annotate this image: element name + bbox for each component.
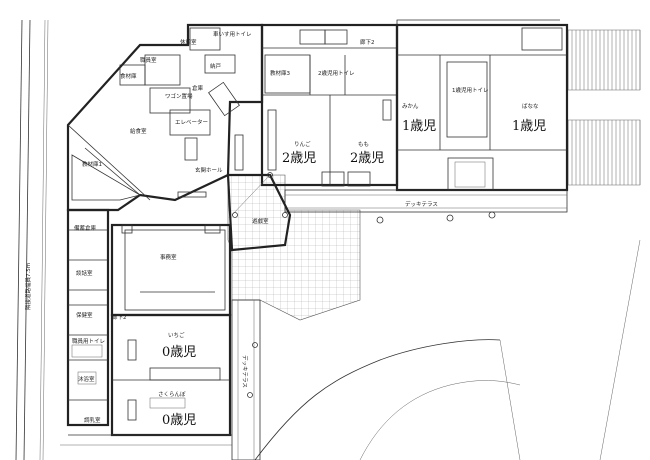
label-kitchen: 給食室 [130,127,147,135]
label-nursing: 調乳室 [84,416,101,424]
age-label-ringo: 2歳児 [282,151,316,166]
label-office: 事務室 [160,253,177,261]
kitchen-wing [66,23,264,212]
label-corridor1: 廊下2 [112,313,127,321]
road-lines [15,19,49,460]
hall-block [226,172,292,252]
label-materials3: 教材庫3 [270,69,291,77]
label-kyushoku: 休憩室 [180,38,197,46]
age-label-banana: 1歳児 [512,119,546,134]
label-health: 保健室 [76,311,93,319]
age-label-ichigo: 0歳児 [162,345,196,360]
label-chair-toilet: 車いす用トイレ [213,30,252,38]
deck-terrace [284,189,568,224]
label-teacher: 職員室 [140,56,157,64]
site-boundary [254,239,641,460]
label-elevator: エレベーター [175,118,208,126]
age-label-momo: 2歳児 [350,151,384,166]
label-momo: もも [358,141,369,148]
label-storage: 倉庫 [192,84,204,92]
label-ringo: りんご [294,140,311,148]
deck-terrace-vertical [231,299,261,460]
label-materials1: 教材庫1 [82,160,102,168]
label-staff-toilet: 職員用トイレ [72,337,105,345]
label-storage-top: 納戸 [210,62,222,70]
label-entrance: 玄関ホール [195,166,223,174]
label-banana: ばなな [522,102,539,110]
label-bath: 沐浴室 [78,375,95,383]
label-sakuranbo: さくらんぼ [158,391,186,398]
parking-hatch [567,29,641,186]
label-toilet1: 1歳児用トイレ [452,86,489,94]
age-label-mikan: 1歳児 [402,119,436,134]
label-ichigo: いちご [168,331,185,339]
label-deck-terrace: デッキテラス [405,200,438,208]
label-deck-terrace-vertical: デッキテラス [241,355,249,388]
age-label-sakuranbo: 0歳児 [162,413,196,428]
road-label: 隣接道路幅員7.5m [24,263,32,310]
label-consult: 談話室 [76,269,93,277]
one-year-wing [395,19,569,192]
label-wc-storage: 備蓄倉庫 [74,224,97,232]
label-wagon: ワゴン置場 [165,92,193,100]
office-wing [60,208,232,446]
label-corridor2: 廊下2 [360,38,375,46]
label-hall: 遊戯室 [252,217,269,225]
label-toilet2: 2歳児用トイレ [318,69,355,77]
label-food-storage: 食材庫 [120,72,137,80]
label-mikan: みかん [402,103,419,110]
